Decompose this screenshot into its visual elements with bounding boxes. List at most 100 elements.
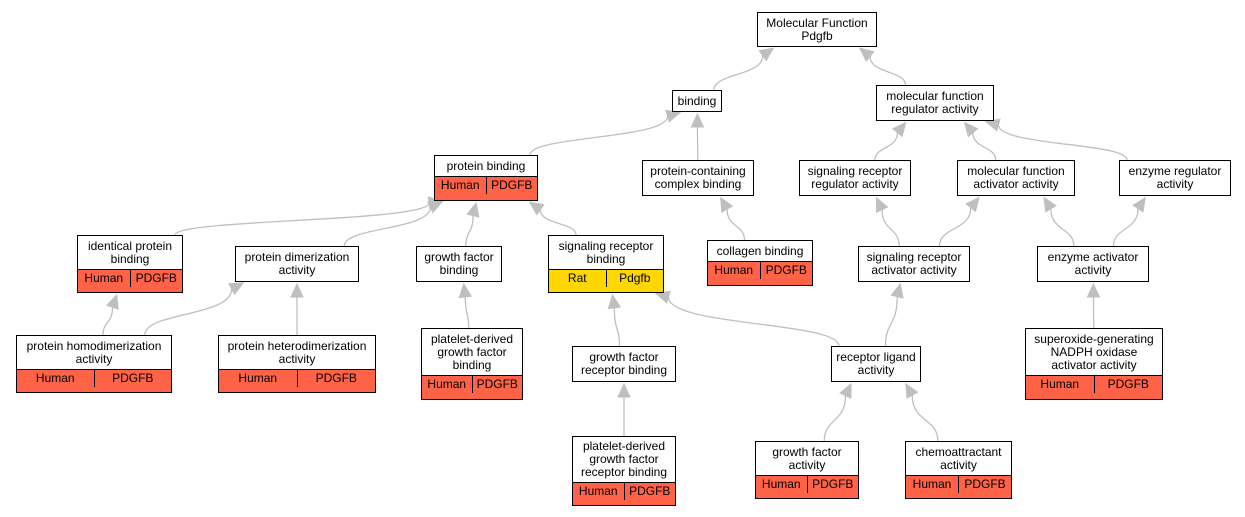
node-label: protein homodimerization activity [26, 338, 162, 366]
node-label: enzyme activator activity [1047, 250, 1139, 277]
arrowhead-icon [466, 201, 480, 218]
node-label: receptor ligand activity [836, 350, 916, 377]
gene-cell: PDGFB [759, 262, 813, 279]
node-mfreg[interactable]: molecular function regulator activity [876, 85, 994, 121]
node-label: enzyme regulator activity [1128, 164, 1222, 191]
node-recligand[interactable]: receptor ligand activity [831, 346, 921, 382]
arrowhead-icon [617, 382, 631, 398]
node-label: chemoattractant activity [915, 444, 1002, 472]
gene-cell: PDGFB [129, 270, 183, 287]
species-cell: Human [84, 271, 124, 285]
arrowhead-icon [1086, 282, 1101, 298]
annotation-row: Human PDGFB [708, 261, 812, 285]
node-label: protein binding [446, 158, 526, 173]
edge-mfreg-to-mf [869, 56, 907, 86]
arrowhead-icon [105, 293, 119, 310]
node-superoxide[interactable]: superoxide-generating NADPH oxidase acti… [1025, 328, 1163, 400]
gene-cell: PDGFB [296, 370, 376, 387]
species-cell: Human [35, 371, 75, 385]
node-label: growth factor binding [424, 250, 494, 277]
node-label: growth factor activity [772, 444, 842, 472]
species-cell: Human [761, 477, 801, 491]
arrowhead-icon [875, 196, 889, 213]
edge-protbind-to-binding [529, 115, 669, 156]
node-enzreg[interactable]: enzyme regulator activity [1119, 160, 1231, 196]
edge-enzreg-to-mfreg [997, 124, 1128, 161]
annotation-row: Human PDGFB [219, 369, 375, 392]
gene-cell: PDGFB [623, 483, 676, 500]
species-cell: Rat [567, 271, 587, 285]
arrowhead-icon [458, 282, 473, 299]
arrowhead-icon [758, 47, 775, 62]
node-mf[interactable]: Molecular Function Pdgfb [757, 12, 877, 47]
node-mfact[interactable]: molecular function activator activity [957, 160, 1075, 196]
arrowhead-icon [690, 112, 705, 128]
edge-recligand-to-sigrecbind [667, 296, 840, 347]
annotation-row: Rat Pdgfb [549, 269, 663, 292]
edge-sigrecact-to-sigreg [881, 209, 900, 247]
node-label: protein dimerization activity [244, 250, 350, 277]
gene-cell: PDGFB [1093, 376, 1163, 393]
arrowhead-icon [890, 282, 904, 299]
edge-gfact-to-recligand [823, 395, 847, 442]
node-protdimer[interactable]: protein dimerization activity [235, 246, 359, 282]
annotation-row: Human PDGFB [756, 475, 858, 498]
edge-recligand-to-sigrecact [884, 296, 898, 347]
node-label: molecular function activator activity [967, 164, 1065, 191]
node-sigreg[interactable]: signaling receptor regulator activity [799, 160, 911, 196]
arrowhead-icon [891, 121, 907, 138]
arrowhead-icon [290, 282, 304, 298]
arrowhead-icon [965, 196, 980, 213]
node-label: platelet-derived growth factor binding [430, 331, 514, 372]
species-cell: Human [578, 484, 618, 498]
edge-binding-to-mf [713, 55, 764, 91]
species-cell: Human [427, 377, 467, 391]
species-cell: Human [912, 477, 952, 491]
arrowhead-icon [905, 382, 919, 399]
edge-mfact-to-mfreg [972, 132, 997, 161]
node-sigrecact[interactable]: signaling receptor activator activity [858, 246, 970, 282]
gene-cell: Pdgfb [605, 270, 664, 287]
annotation-row: Human PDGFB [573, 482, 675, 505]
node-label: signaling receptor binding [558, 238, 654, 266]
node-pcbind[interactable]: protein-containing complex binding [642, 160, 754, 196]
arrowhead-icon [839, 382, 852, 399]
arrowhead-icon [665, 109, 682, 123]
arrowhead-icon [1132, 196, 1146, 213]
node-label: collagen binding [716, 243, 804, 258]
node-label: signaling receptor activator activity [866, 250, 962, 277]
node-pdgfrecbind[interactable]: platelet-derived growth factor receptor … [572, 436, 676, 506]
edge-gfbind-to-protbind [465, 215, 474, 247]
arrowhead-icon [720, 196, 734, 213]
gene-cell: PDGFB [485, 177, 538, 194]
edge-identprot-to-protbind [174, 202, 430, 236]
node-gfbind[interactable]: growth factor binding [416, 246, 502, 282]
species-cell: Human [714, 263, 754, 277]
species-cell: Human [238, 371, 278, 385]
gene-cell: PDGFB [806, 476, 859, 493]
arrowhead-icon [228, 282, 245, 296]
node-binding[interactable]: binding [672, 90, 722, 112]
node-label: signaling receptor regulator activity [807, 164, 903, 191]
arrowhead-icon [607, 293, 622, 310]
node-label: Molecular Function Pdgfb [766, 15, 868, 43]
edge-pdgfbind-to-gfbind [464, 296, 470, 329]
node-gfrecbind[interactable]: growth factor receptor binding [572, 346, 676, 382]
node-enzact[interactable]: enzyme activator activity [1037, 246, 1149, 282]
edge-sigrecbind-to-protbind [539, 209, 577, 236]
edge-homodimer-to-protdimer [144, 288, 233, 336]
